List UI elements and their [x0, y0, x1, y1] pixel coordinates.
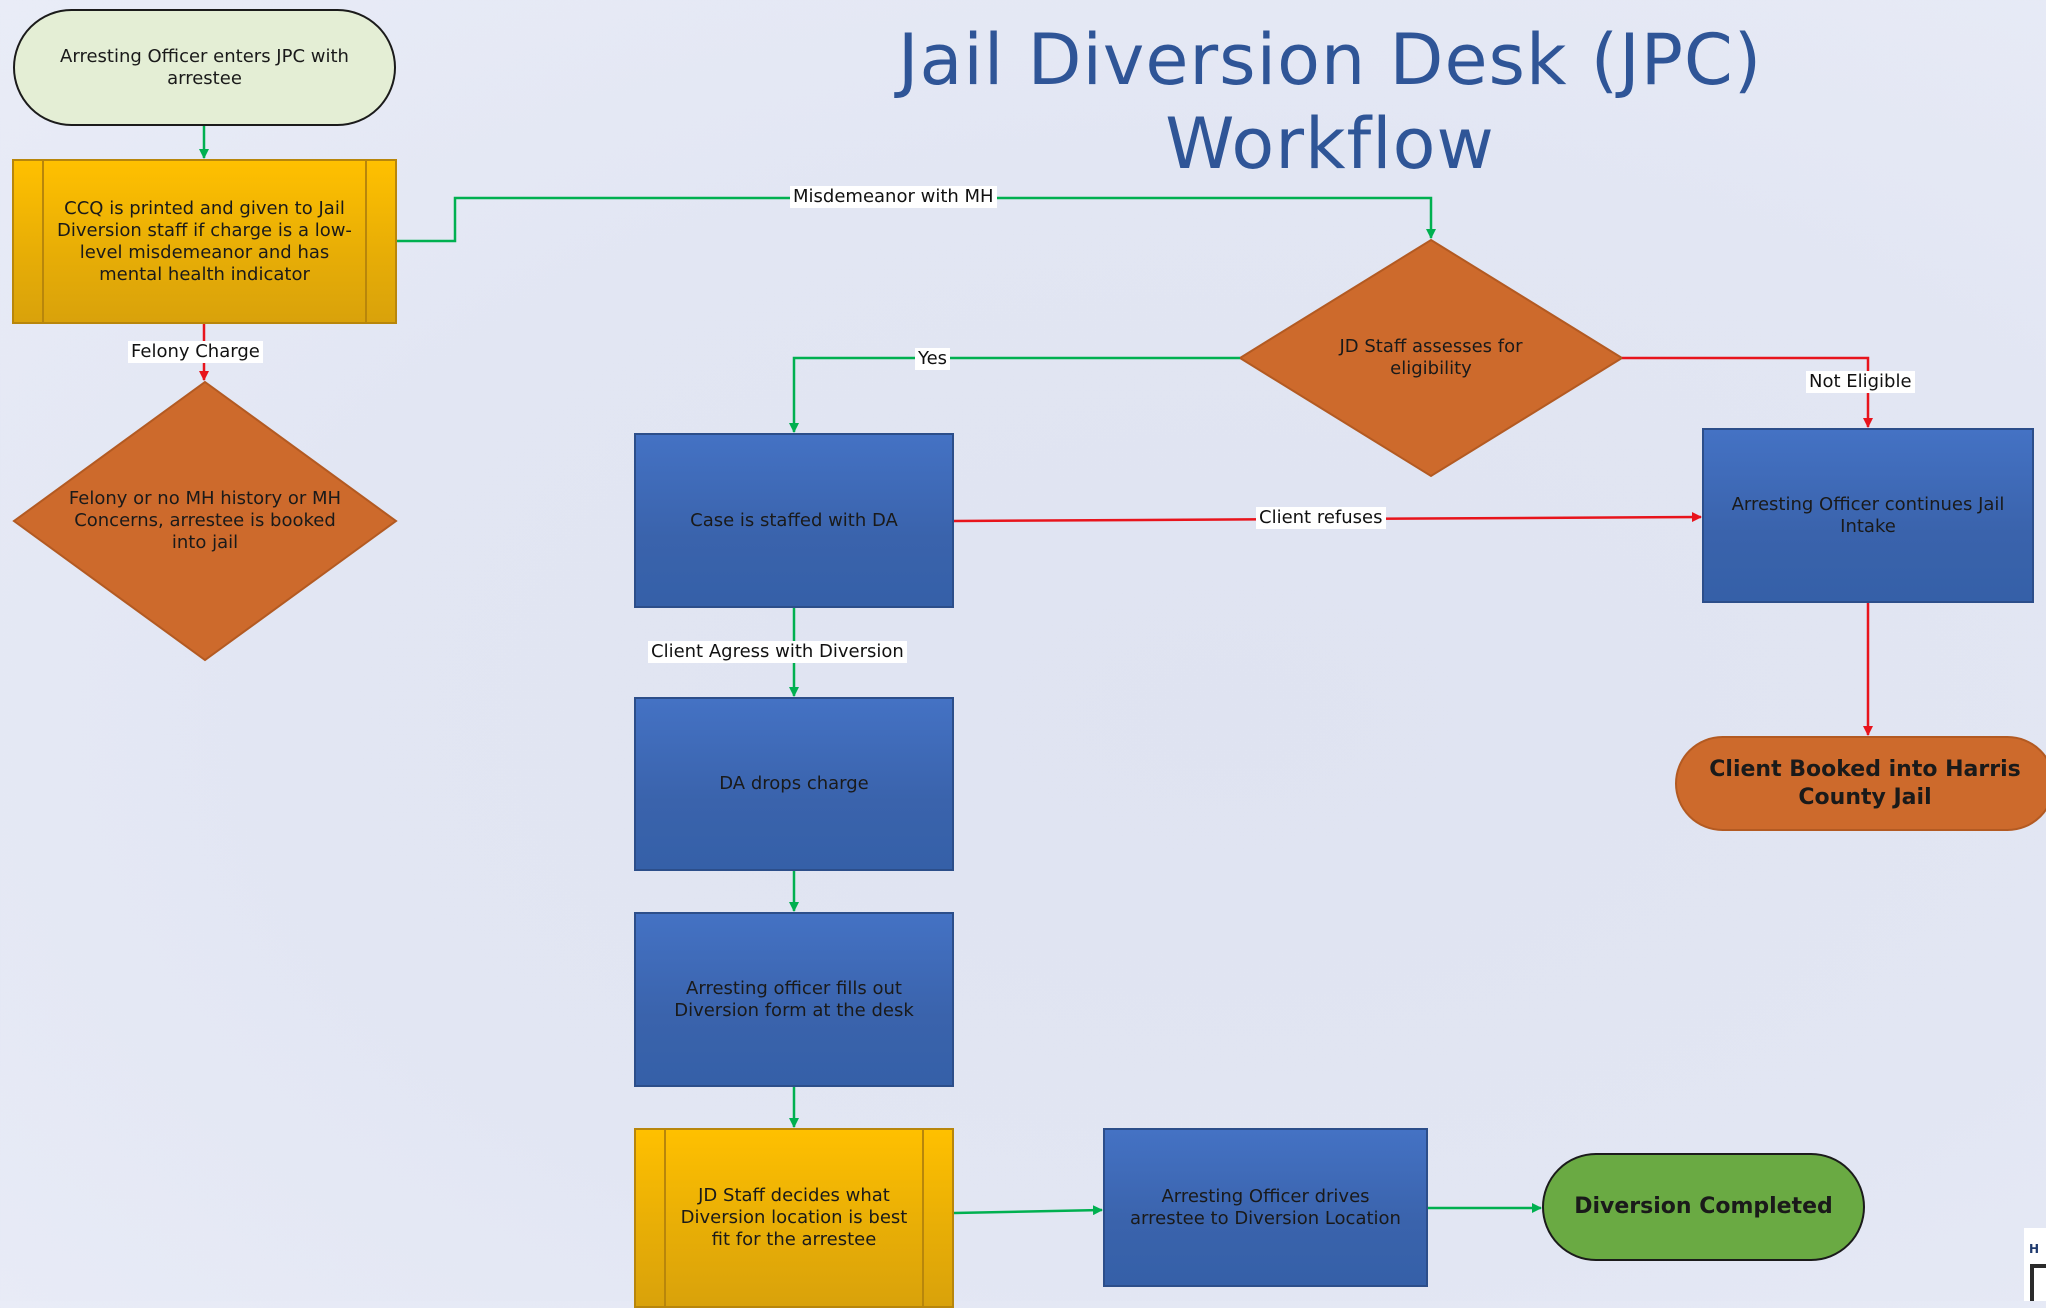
- start-terminator: Arresting Officer enters JPC with arrest…: [13, 9, 396, 126]
- edge-label-yes: Yes: [915, 348, 951, 370]
- eligibility-decision-label: JD Staff assesses for eligibility: [1339, 336, 1523, 379]
- fills-form-process: Arresting officer fills out Diversion fo…: [634, 912, 954, 1087]
- drives-process: Arresting Officer drives arrestee to Div…: [1103, 1128, 1428, 1287]
- booked-terminator: Client Booked into Harris County Jail: [1675, 736, 2046, 831]
- edge-eligibility-yes: [789, 356, 1240, 433]
- organization-logo-icon: H: [2024, 1228, 2046, 1301]
- page-title: Jail Diversion Desk (JPC) Workflow: [897, 19, 1763, 185]
- edge-location-to-drives: [953, 1205, 1103, 1216]
- completed-terminator: Diversion Completed: [1542, 1153, 1865, 1261]
- eligibility-decision-diamond: [1238, 238, 1624, 478]
- edge-eligibility-not-eligible: [1622, 356, 1873, 428]
- edge-ccq-to-eligibility: [396, 196, 1436, 243]
- edge-label-felony: Felony Charge: [128, 341, 263, 363]
- edge-label-not-eligible: Not Eligible: [1806, 371, 1915, 393]
- ccq-subprocess: CCQ is printed and given to Jail Diversi…: [12, 159, 397, 324]
- edge-label-client-agrees: Client Agress with Diversion: [648, 641, 907, 663]
- edge-label-misdemeanor: Misdemeanor with MH: [790, 186, 997, 208]
- continue-intake-process: Arresting Officer continues Jail Intake: [1702, 428, 2034, 603]
- felony-decision-diamond: [12, 380, 398, 662]
- edge-label-client-refuses: Client refuses: [1256, 507, 1386, 529]
- felony-decision-label: Felony or no MH history or MH Concerns, …: [68, 488, 342, 553]
- case-staffed-process: Case is staffed with DA: [634, 433, 954, 608]
- decides-location-subprocess: JD Staff decides what Diversion location…: [634, 1128, 954, 1308]
- da-drops-process: DA drops charge: [634, 697, 954, 871]
